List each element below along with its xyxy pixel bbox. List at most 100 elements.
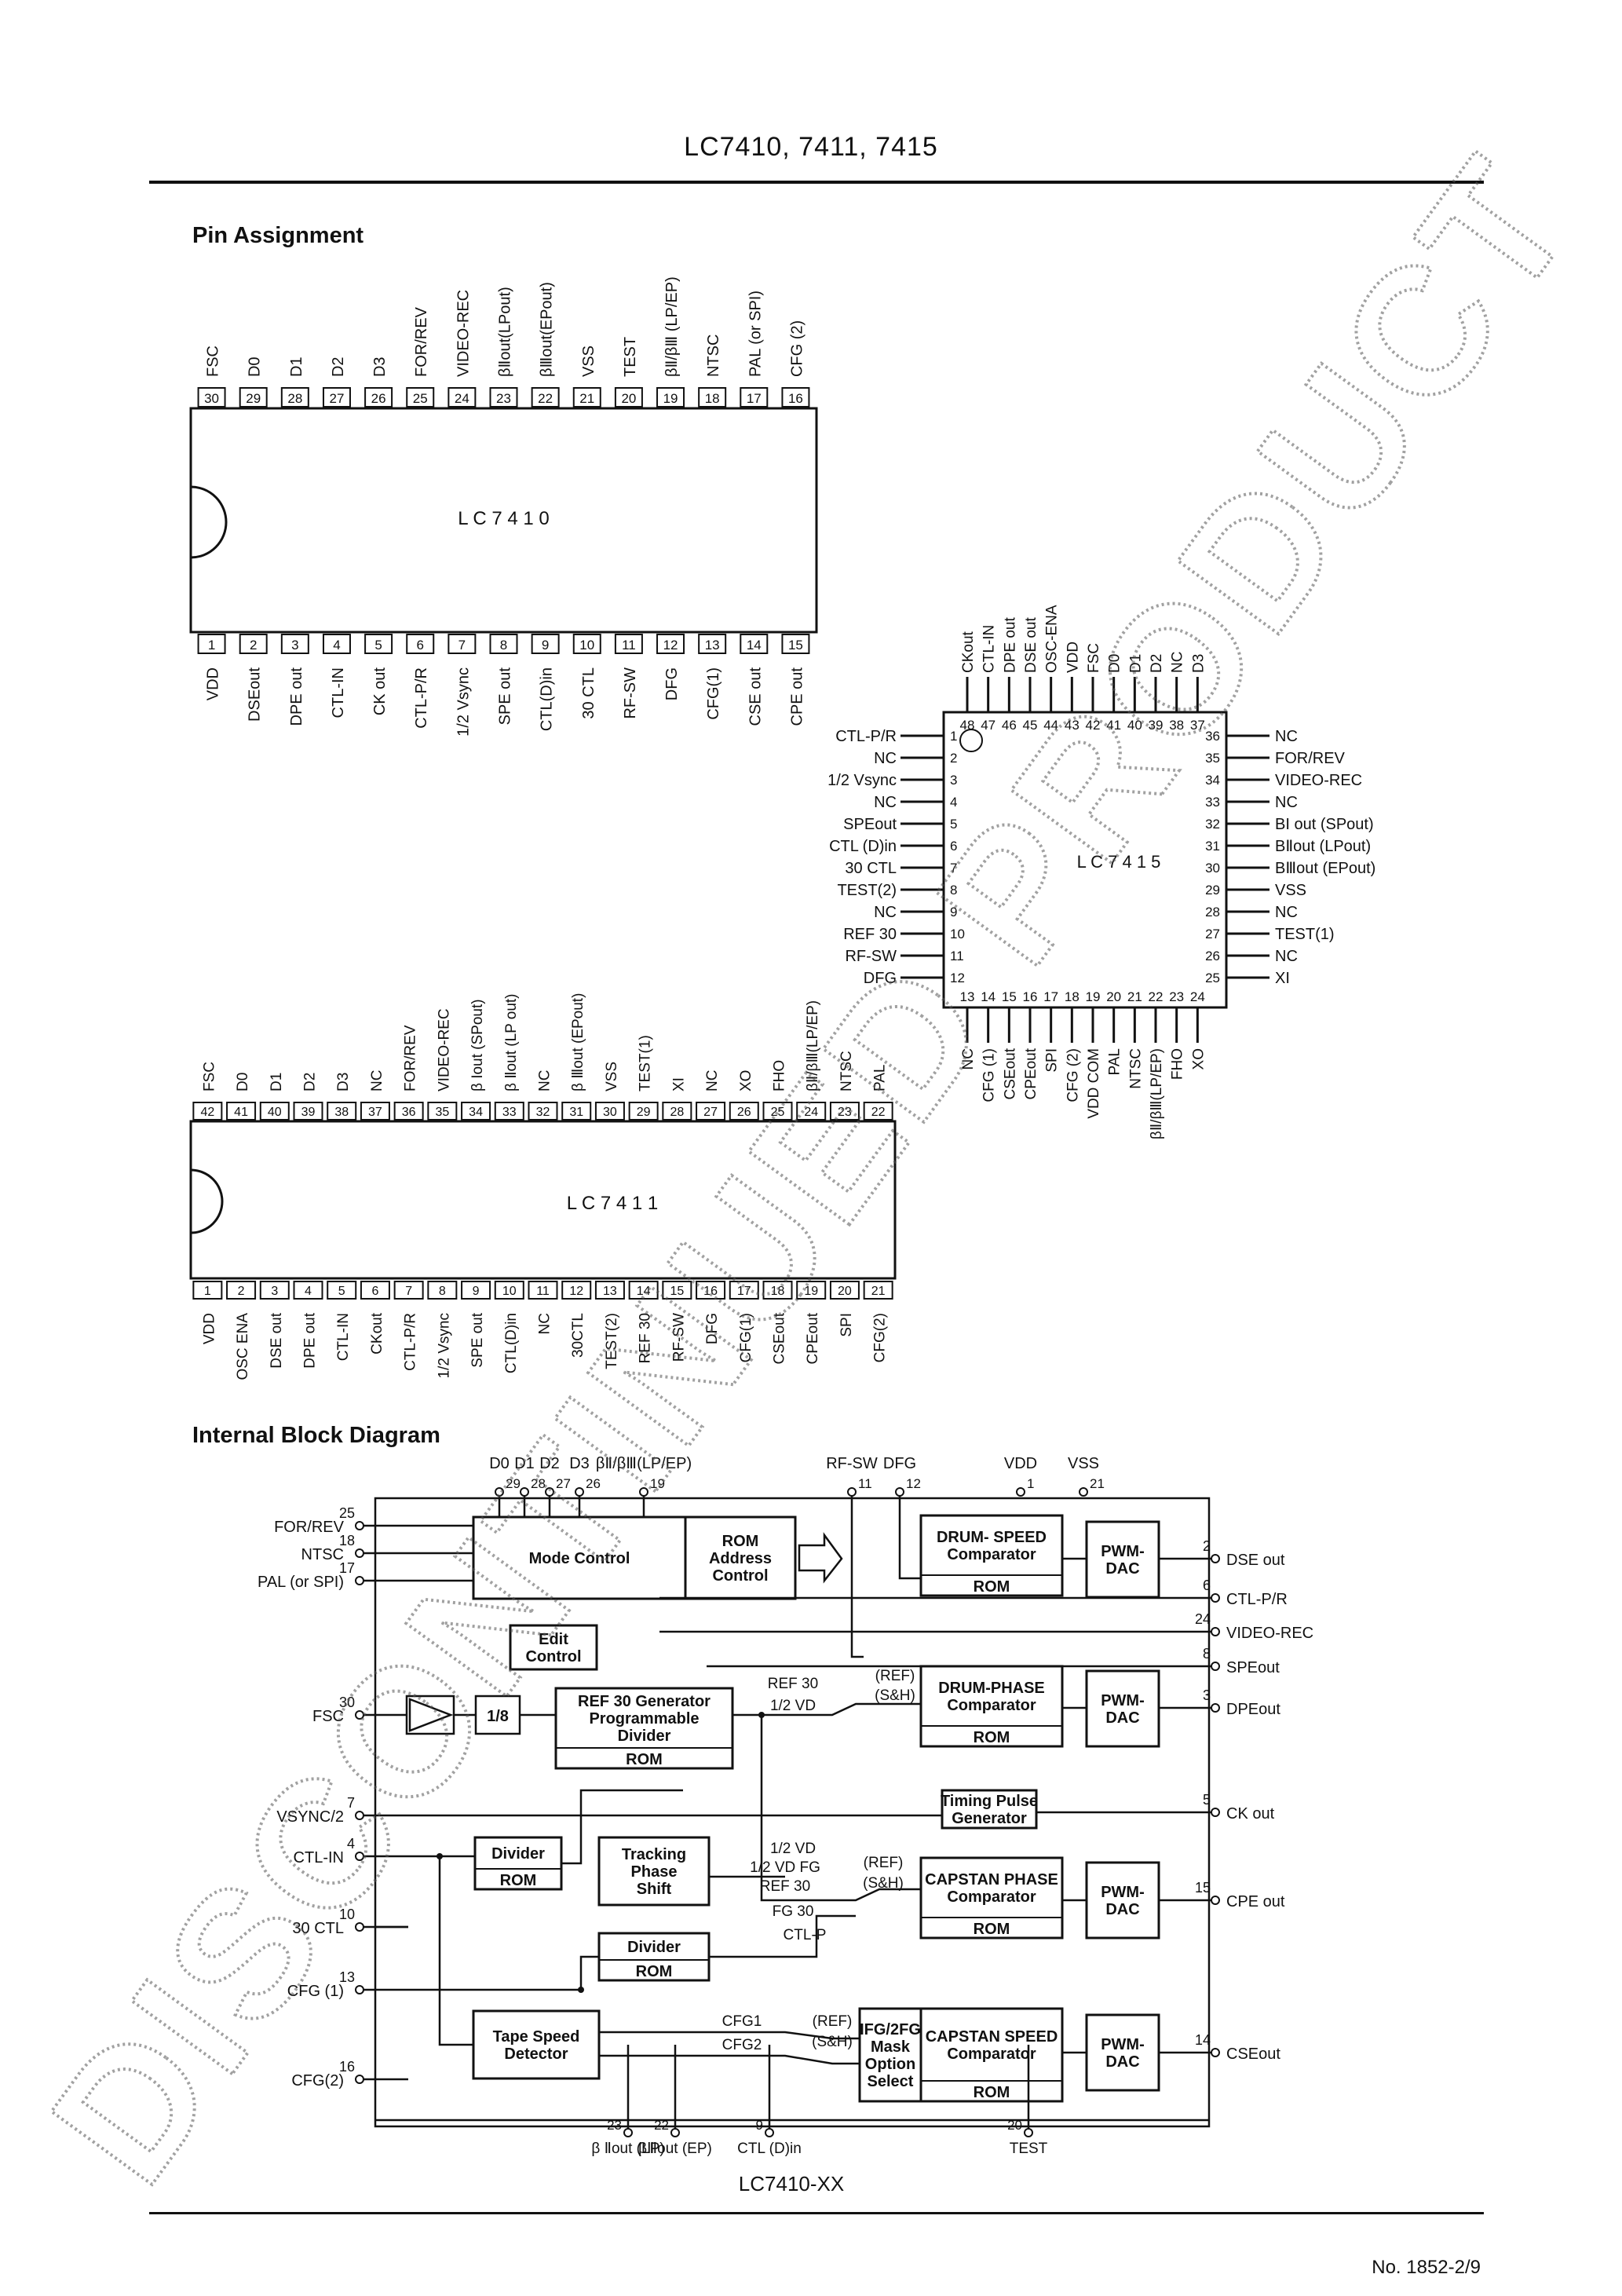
top-pin-number-11: 11 [858,1476,872,1491]
lc7410-pin-label-11: RF-SW [622,667,639,719]
top-label-11: RF-SW [826,1455,878,1472]
lc7411-pin-label-15: RF-SW [670,1313,687,1362]
lc7410-body [189,407,818,634]
sig-ctlp: CTL-P [784,1927,827,1943]
output-pin-number-8: 8 [1203,1646,1211,1662]
block-diagram-heading: Internal Block Diagram [192,1423,440,1448]
pwm-dac-3-block-text-0: PWM- [1101,1884,1145,1901]
lc7410-pin-label-25: FOR/REV [413,306,430,377]
lc7411-pin-label-12: 30CTL [570,1313,586,1358]
lc7411-pin-number-5: 5 [338,1285,345,1298]
lc7410-pin-label-21: VSS [580,345,597,377]
output-terminal-8 [1211,1662,1220,1671]
lc7411-pin-box-35 [427,1102,458,1121]
output-terminal-2 [1211,1554,1220,1563]
lc7415-pin-number-39: 39 [1149,718,1164,733]
lc7411-pin-label-40: D1 [269,1073,285,1091]
page-header-title: LC7410, 7411, 7415 [684,132,938,162]
input-pin-number-17: 17 [339,1560,355,1576]
lc7415-pin-number-11: 11 [950,949,964,963]
lc7411-pin-box-38 [327,1102,357,1121]
lc7411-pin-label-4: DPE out [302,1312,319,1368]
lc7415-pin-number-42: 42 [1086,718,1101,733]
output-label-5: CK out [1226,1805,1275,1823]
lc7410-pin-number-20: 20 [621,391,636,406]
lc7411-pin-label-37: NC [369,1070,385,1091]
top-pin-number-12: 12 [906,1476,921,1491]
ref30-generator-block-text-0: REF 30 Generator [578,1693,711,1710]
input-label-17: PAL (or SPI) [258,1574,344,1591]
lc7411-pin-box-30 [594,1102,625,1121]
lc7410-pin-box-16 [781,387,810,408]
lc7415-pin-label-13: NC [960,1048,977,1069]
lc7410-pin-label-15: CPE out [788,667,806,726]
lc7410-pin-box-17 [740,387,769,408]
lc7411-pin-box-24 [796,1102,827,1121]
lc7415-pin-number-17: 17 [1043,989,1058,1004]
lc7410-pin-box-9 [531,634,560,654]
lc7411-pin-number-7: 7 [405,1285,412,1298]
drum-speed-comparator-block [919,1514,1064,1597]
lc7411-pin-label-8: 1/2 Vsync [436,1313,452,1378]
sig-halfvdfg: 1/2 VD FG [750,1859,820,1876]
lc7415-pin-label-29: VSS [1275,882,1306,899]
lc7415-pin-label-17: SPI [1044,1048,1061,1073]
junction-dot [758,1712,765,1718]
lc7411-pin-box-20 [829,1281,860,1300]
output-terminal-5 [1211,1808,1220,1817]
lc7410-pin-label-17: PAL (or SPI) [747,291,764,377]
lc7411-pin-number-27: 27 [703,1106,718,1119]
lc7410-pin-label-2: DSEout [247,667,264,722]
lc7410-pin-number-18: 18 [705,391,720,406]
tracking-phase-shift-block [597,1836,711,1907]
lc7410-pin-label-13: CFG(1) [705,667,722,720]
lc7411-pin-box-25 [762,1102,793,1121]
lc7415-pin-label-35: FOR/REV [1275,750,1346,767]
output-label-2: DSE out [1226,1552,1285,1569]
rom-arrow [798,1532,843,1584]
lc7410-pin-number-6: 6 [416,638,423,653]
divider-1-block-rom: ROM [500,1872,537,1889]
lc7410-pin-number-17: 17 [747,391,762,406]
capstan-phase-comparator-block [919,1856,1064,1940]
top-pin-number-27: 27 [556,1476,571,1491]
lc7415-pin-label-44: OSC-ENA [1044,605,1061,673]
ref30-generator-block [554,1687,734,1770]
timing-pulse-generator-block-text-1: Generator [952,1810,1027,1827]
lc7410-pin-label-16: CFG (2) [788,320,806,377]
lc7415-pin-number-22: 22 [1149,989,1164,1004]
mask-option-select-block-text-2: Option [865,2056,915,2073]
lc7411-pin-number-24: 24 [804,1106,818,1119]
input-label-4: CTL-IN [294,1849,344,1866]
lc7410-pin-number-25: 25 [413,391,428,406]
lc7411-pin-box-33 [494,1102,524,1121]
sig-sh-b: (S&H) [863,1875,904,1892]
input-pin-number-16: 16 [339,2059,355,2075]
lc7415-pin-label-31: BⅡout (LPout) [1275,838,1371,855]
lc7415-pin-number-47: 47 [981,718,995,733]
lc7415-pin-label-27: TEST(1) [1275,926,1335,943]
lc7411-pin-label-18: CSEout [772,1312,788,1364]
wire-ref30-capstan [760,1715,921,1902]
input-label-18: NTSC [301,1546,344,1563]
lc7410-pin-number-29: 29 [246,391,261,406]
lc7410-pin-label-29: D0 [247,356,264,377]
pwm-dac-2-block-text-0: PWM- [1101,1692,1145,1709]
lc7415-pin-label-37: D3 [1190,654,1207,673]
lc7411-pin-box-12 [561,1281,592,1300]
lc7415-pin-label-20: PAL [1107,1048,1123,1076]
lc7410-pin-number-11: 11 [622,638,636,653]
bottom-label-22: βⅢout (EP) [638,2141,712,2157]
lc7411-pin-label-30: VSS [604,1062,620,1091]
lc7411-pin-label-36: FOR/REV [403,1025,419,1091]
lc7415-pin-label-16: CPEout [1023,1047,1039,1099]
lc7411-pin-number-11: 11 [536,1285,550,1298]
lc7415-pin-label-38: NC [1170,652,1186,673]
sig-ref30-b: REF 30 [760,1878,810,1895]
lc7410-pin-label-1: VDD [205,667,222,700]
tape-speed-detector-block-text-0: Tape Speed [493,2028,580,2046]
lc7411-pin-box-34 [461,1102,491,1121]
lc7410-pin-number-5: 5 [374,638,382,653]
input-terminal-16 [355,2075,364,2084]
lc7415-pin-label-23: FHO [1170,1048,1186,1080]
